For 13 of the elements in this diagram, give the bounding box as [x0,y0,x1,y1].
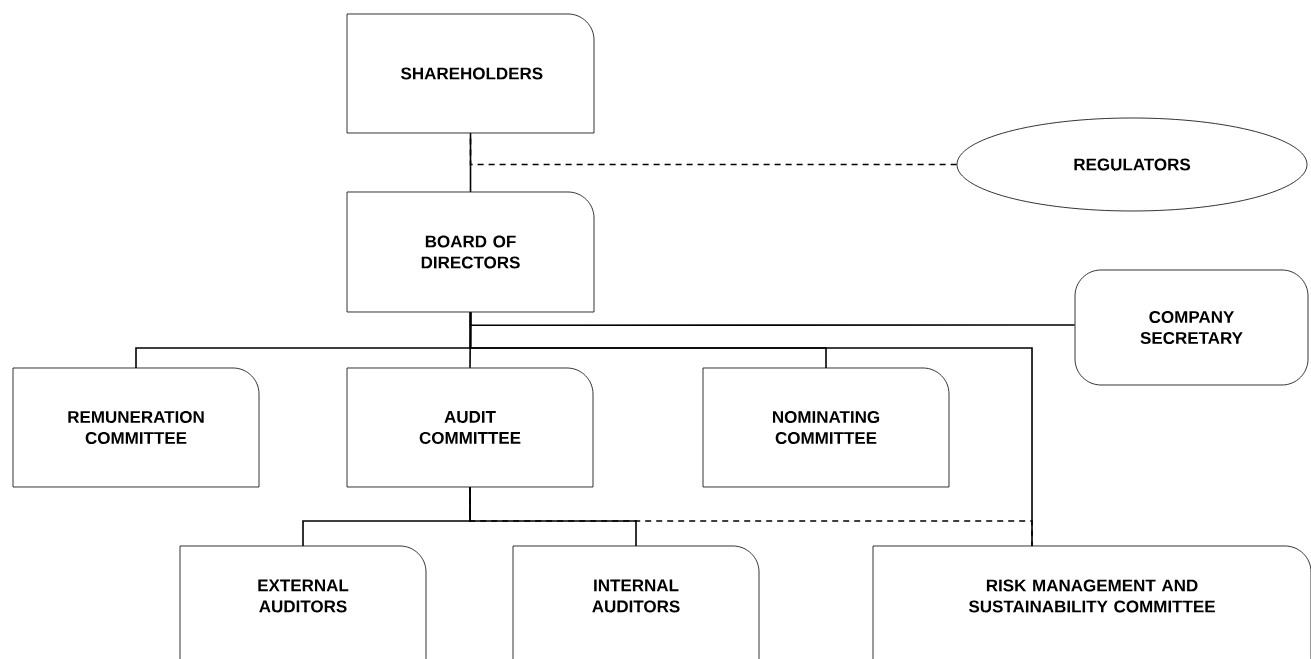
org-box: RISK MANAGEMENT AND SUSTAINABILITY COMMITTEE [872,545,1311,659]
org-box: EXTERNAL AUDITORS [179,545,427,659]
org-box: NOMINATING COMMITTEE [702,367,950,488]
connector-line [469,132,472,193]
rounded-box: COMPANY SECRETARY [1074,269,1309,386]
org-box: SHAREHOLDERS [346,13,595,134]
dashed-connector [469,486,1033,547]
org-box: BOARD OF DIRECTORS [346,191,595,313]
oval: REGULATORS [956,117,1308,212]
org-box: REMUNERATION COMMITTEE [12,367,260,488]
org-box: INTERNAL AUDITORS [512,545,760,659]
dashed-connector [469,132,958,166]
org-box: AUDIT COMMITTEE [346,367,594,488]
